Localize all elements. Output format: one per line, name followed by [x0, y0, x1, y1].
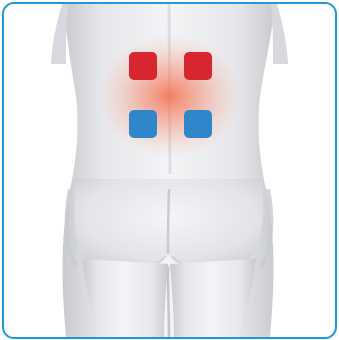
electrode-pad-upper-right — [184, 52, 212, 80]
electrode-pad-lower-right — [184, 110, 212, 138]
left-arm-edge — [51, 4, 68, 64]
right-arm-edge — [271, 4, 288, 64]
gluteal-cleft — [168, 189, 169, 254]
electrode-pad-lower-left — [129, 110, 157, 138]
back-torso-illustration — [4, 4, 335, 337]
leg-gap — [168, 266, 169, 337]
heat-glow — [98, 34, 242, 158]
illustration-card — [2, 2, 337, 339]
electrode-pad-upper-left — [129, 52, 157, 80]
